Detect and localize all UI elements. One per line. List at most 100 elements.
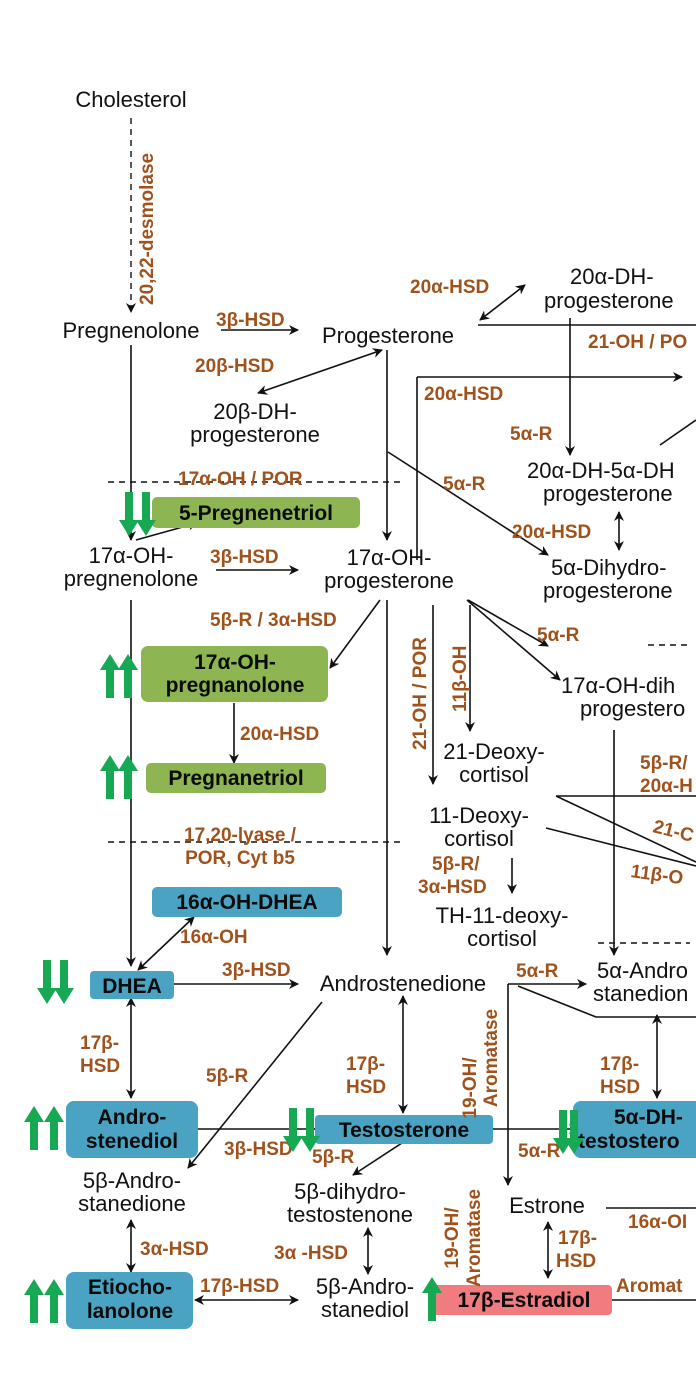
progesterone-label: Progesterone: [322, 323, 454, 348]
etiocholanolone-label-2: lanolone: [87, 1300, 173, 1323]
th11-label-1: TH-11-deoxy-: [436, 903, 569, 928]
etiocholanolone-box: [66, 1272, 193, 1329]
r5b-20a-label-2: 20α-H: [640, 776, 693, 797]
ohpreg-label-1: 17α-OH-: [89, 543, 174, 568]
lyase-label-1: 17,20-lyase /: [184, 825, 297, 846]
ohpreg-label-2: pregnenolone: [64, 566, 199, 591]
dh20b-label-2: progesterone: [190, 422, 320, 447]
pregnanetriol-box: [146, 763, 326, 793]
box-labels: 5-Pregnenetriol 17α-OH- pregnanolone Pre…: [86, 502, 683, 1323]
hsd20a-label-2: 20α-HSD: [424, 384, 503, 405]
ohdhea16-label: 16α-OH-DHEA: [176, 891, 317, 914]
ohdhea16-box: [152, 887, 342, 917]
r5b-label-2: 5β-R: [312, 1147, 354, 1168]
r5a-label-4: 5α-R: [516, 961, 559, 982]
hsd3b-label-4: 3β-HSD: [224, 1139, 293, 1160]
dhea-label: DHEA: [102, 975, 162, 998]
hsd17b-label-1b: HSD: [80, 1056, 120, 1077]
r5a-label-3: 5α-R: [537, 625, 580, 646]
ohdih-label-1: 17α-OH-dih: [561, 673, 675, 698]
aandro-label-1: 5α-Andro: [597, 958, 688, 983]
lyase-label-2: POR, Cyt b5: [185, 848, 295, 869]
dhea-box: [90, 971, 174, 999]
ohpregnanolone-box: [141, 646, 328, 702]
dihydroprog-label-2: progesterone: [543, 578, 673, 603]
dihydroprog-label-1: 5α-Dihydro-: [551, 555, 666, 580]
oh17-por-label: 17α-OH / POR: [178, 469, 303, 490]
pregnanetriol-label: Pregnanetriol: [168, 767, 303, 790]
deoxy21-label-1: 21-Deoxy-: [443, 739, 544, 764]
etiocholanolone-label-1: Etiocho-: [88, 1276, 172, 1299]
dh20a5a-label-1: 20α-DH-5α-DH: [527, 458, 675, 483]
bdiol-label-2: stanediol: [321, 1297, 409, 1322]
pregnenolone-label: Pregnenolone: [62, 318, 199, 343]
oh11b-label: 11β-OH: [450, 645, 471, 712]
hsd17b-label-2b: HSD: [346, 1077, 386, 1098]
ohpregnanolone-label-1: 17α-OH-: [194, 651, 276, 674]
dh20a-label-1: 20α-DH-: [570, 264, 654, 289]
dht5-label-2: testostero: [578, 1130, 680, 1153]
th11-label-2: cortisol: [467, 926, 537, 951]
hsd3b-label-2: 3β-HSD: [210, 547, 279, 568]
hsd17b-label-4b: HSD: [556, 1251, 596, 1272]
dh20b-label-1: 20β-DH-: [213, 399, 297, 424]
bdht-label-2: testostenone: [287, 1202, 413, 1227]
hsd3a-label-2: 3α -HSD: [274, 1243, 348, 1264]
hsd17b-label-3b: HSD: [600, 1077, 640, 1098]
cholesterol-label: Cholesterol: [75, 87, 186, 112]
dht5-label-1: 5α-DH-: [614, 1106, 683, 1129]
aromat-label: Aromat: [616, 1276, 683, 1297]
hsd20a-label-1: 20α-HSD: [410, 277, 489, 298]
hsd20a-label-4: 20α-HSD: [240, 724, 319, 745]
molecule-labels: Cholesterol Pregnenolone Progesterone 20…: [62, 87, 688, 1322]
hsd3b-label-3: 3β-HSD: [222, 960, 291, 981]
androstenedione-label: Androstenedione: [320, 971, 486, 996]
r5b-label-1: 5β-R: [206, 1066, 248, 1087]
bandro-label-2: stanedione: [78, 1191, 186, 1216]
r5b-20a-label-1: 5β-R/: [640, 753, 688, 774]
androstenediol-label-1: Andro-: [98, 1106, 167, 1129]
hsd17b-label-2a: 17β-: [346, 1054, 385, 1075]
r5b-hsd3a-label-1: 5β-R/: [432, 854, 480, 875]
oh11b-2-label: 11β-O: [629, 861, 684, 889]
estrone-label: Estrone: [509, 1193, 585, 1218]
r5a-label-2: 5α-R: [443, 474, 486, 495]
arom-label-1a: 19-OH/: [460, 1057, 481, 1119]
estradiol-box: [432, 1285, 612, 1315]
androstenediol-label-2: stenediol: [86, 1130, 178, 1153]
hsd3b-label-1: 3β-HSD: [216, 310, 285, 331]
pregnenetriol5-box: [152, 497, 360, 528]
enzyme-labels: 20,22-desmolase 3β-HSD 20β-HSD 20α-HSD 2…: [80, 153, 696, 1297]
c21-label: 21-C: [651, 816, 696, 846]
arom-label-1b: Aromatase: [481, 1009, 502, 1107]
arom-label-2a: 19-OH/: [442, 1207, 463, 1269]
bdht-label-1: 5β-dihydro-: [294, 1179, 406, 1204]
aandro-label-2: stanedion: [593, 981, 688, 1006]
testosterone-label: Testosterone: [339, 1119, 469, 1142]
arom-label-2b: Aromatase: [464, 1189, 485, 1287]
r5a-label-5: 5α-R: [518, 1141, 561, 1162]
dht5-box: [573, 1101, 696, 1158]
pathway-arrows: [126, 118, 696, 1305]
oh16a-label: 16α-OH: [180, 927, 248, 948]
deoxy21-label-2: cortisol: [459, 762, 529, 787]
hsd17b-label-5: 17β-HSD: [200, 1276, 279, 1297]
pregnenetriol5-label: 5-Pregnenetriol: [179, 502, 333, 525]
hsd17b-label-1a: 17β-: [80, 1033, 119, 1054]
r5a-label-1: 5α-R: [510, 424, 553, 445]
hsd3a-label-1: 3α-HSD: [140, 1239, 209, 1260]
testosterone-box: [315, 1115, 493, 1144]
ohprog-label-1: 17α-OH-: [347, 545, 432, 570]
deoxy11-label-2: cortisol: [444, 826, 514, 851]
hsd20b-label: 20β-HSD: [195, 356, 274, 377]
hsd20a-label-3: 20α-HSD: [512, 522, 591, 543]
po21-top-label: 21-OH / PO: [588, 332, 687, 353]
oh16a-2-label: 16α-OI: [628, 1212, 687, 1233]
dh20a5a-label-2: progesterone: [543, 481, 673, 506]
bdiol-label-1: 5β-Andro-: [316, 1274, 414, 1299]
oh21-por-label: 21-OH / POR: [410, 637, 431, 750]
highlight-boxes: [66, 497, 696, 1329]
bandro-label-1: 5β-Andro-: [83, 1168, 181, 1193]
ohdih-label-2: progestero: [580, 696, 685, 721]
